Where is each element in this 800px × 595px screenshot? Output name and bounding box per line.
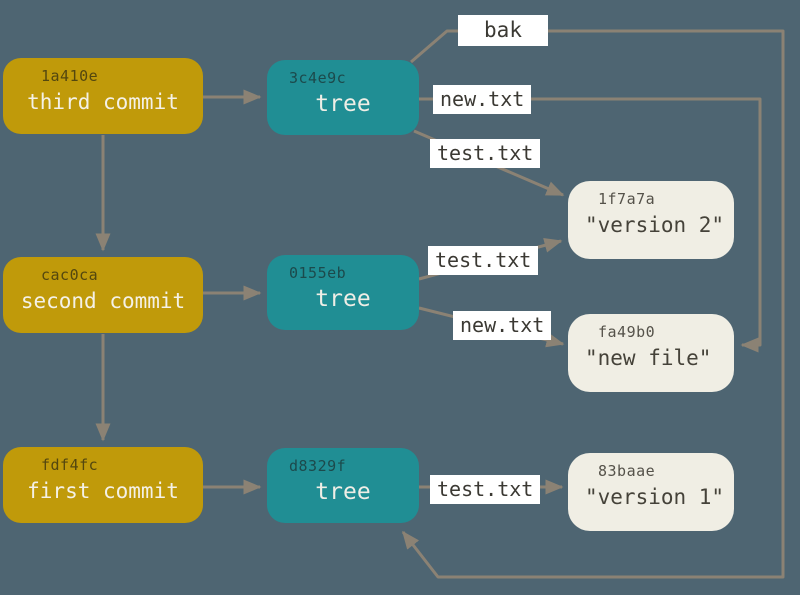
blob-label: "version 1" — [585, 485, 725, 509]
edge-label-testtxt-top: test.txt — [430, 139, 541, 168]
tree-label: tree — [315, 286, 371, 312]
blob-node-version1: 83baae "version 1" — [568, 453, 734, 531]
commit-label: first commit — [27, 479, 179, 503]
edge-label-testtxt-bottom: test.txt — [430, 475, 541, 504]
commit-hash: fdf4fc — [41, 456, 99, 474]
blob-hash: 1f7a7a — [598, 190, 656, 208]
commit-hash: cac0ca — [41, 266, 99, 284]
edge-toptree-newtxt-to-blob — [419, 97, 762, 353]
blob-label: "version 2" — [585, 213, 725, 237]
commit-node-first: fdf4fc first commit — [3, 447, 203, 523]
edge-label-testtxt-mid: test.txt — [428, 246, 539, 275]
commit-node-second: cac0ca second commit — [3, 257, 203, 333]
edge-label-newtxt-top: new.txt — [433, 85, 532, 114]
commit-hash: 1a410e — [41, 67, 99, 85]
blob-hash: fa49b0 — [598, 323, 656, 341]
tree-node-3c4e9c: 3c4e9c tree — [267, 60, 419, 135]
blob-hash: 83baae — [598, 462, 656, 480]
blob-node-version2: 1f7a7a "version 2" — [568, 181, 734, 259]
tree-hash: d8329f — [289, 457, 347, 475]
edge-bak-to-old-tree — [401, 29, 785, 579]
tree-label: tree — [315, 479, 371, 505]
tree-node-d8329f: d8329f tree — [267, 448, 419, 523]
blob-label: "new file" — [585, 346, 712, 370]
tree-label: tree — [315, 91, 371, 117]
commit-label: third commit — [27, 90, 179, 114]
tree-node-0155eb: 0155eb tree — [267, 255, 419, 330]
tree-hash: 3c4e9c — [289, 69, 347, 87]
commit-node-third: 1a410e third commit — [3, 58, 203, 134]
tree-hash: 0155eb — [289, 264, 347, 282]
edge-label-newtxt-mid: new.txt — [453, 311, 552, 340]
edge-label-bak: bak — [458, 15, 548, 46]
blob-node-newfile: fa49b0 "new file" — [568, 314, 734, 392]
commit-label: second commit — [20, 289, 186, 313]
